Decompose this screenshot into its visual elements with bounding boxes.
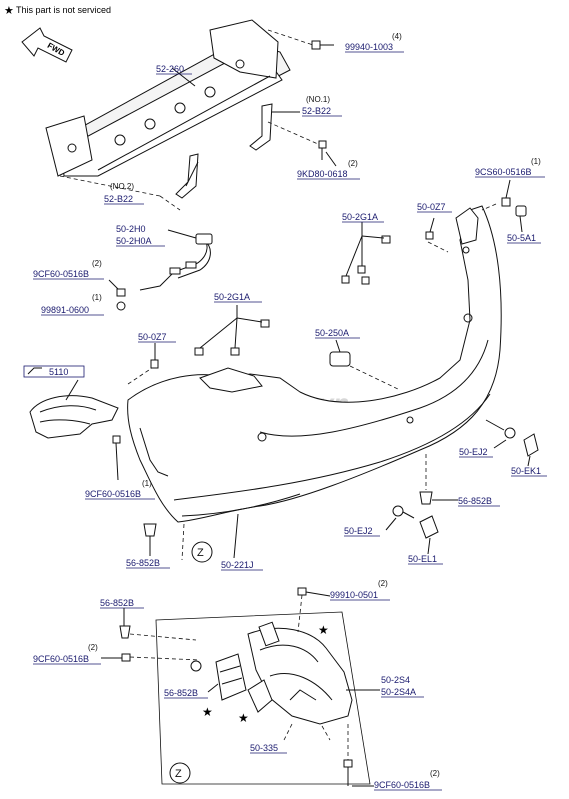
clip-99891-icon — [116, 301, 126, 311]
part-label-56-852b-z: 56-852B — [100, 598, 134, 608]
clip-56-852b-right-icon — [419, 454, 458, 505]
part-label-52-260: 52-260 — [156, 64, 184, 74]
qty-9cf60-0516b-d: (2) — [430, 769, 440, 778]
part-label-56-852b-left: 56-852B — [126, 558, 160, 568]
clip-56-852b-left-icon — [143, 523, 157, 556]
bolt-9cs60-icon — [501, 179, 511, 207]
view-z-marker-bottom: Z — [169, 762, 191, 784]
qty-99940-1003: (4) — [392, 32, 402, 41]
part-label-99940-1003: 99940-1003 — [345, 42, 393, 52]
bracket-no1 — [249, 103, 273, 151]
header-note: This part is not serviced — [16, 5, 111, 15]
clip-56-852b-z-icon — [119, 625, 197, 641]
qty-99910-0501: (2) — [378, 579, 388, 588]
cap-50-5a1-icon — [515, 205, 527, 233]
part-label-9cf60-0516b-d: 9CF60-0516B — [374, 780, 430, 790]
bolt-9cf60-c-icon — [121, 653, 201, 662]
clip-50-0z7-top-icon — [425, 217, 435, 240]
part-label-5110: 5110 — [49, 367, 68, 377]
part-labels: (4) 99940-1003 52-260 (NO.1) 52-B22 (2) … — [33, 32, 547, 791]
rear-bumper-cover — [127, 205, 502, 523]
part-label-50-2g1a-top: 50-2G1A — [342, 212, 378, 222]
qty-9cf60-0516b-c: (2) — [88, 643, 98, 652]
clip-50-0z7-mid-icon — [150, 343, 159, 369]
rear-reflector-250a — [329, 339, 401, 391]
lamp-ref-box — [23, 365, 85, 378]
part-label-99891-0600: 99891-0600 — [41, 305, 89, 315]
part-label-9cf60-0516b-b: 9CF60-0516B — [85, 489, 141, 499]
clip-99910-icon — [297, 587, 307, 633]
header-star-icon: ★ — [4, 5, 14, 17]
part-label-50-ej2-right: 50-EJ2 — [459, 447, 488, 457]
part-label-50-2h0a: 50-2H0A — [116, 236, 152, 246]
seal-50-335-icon — [247, 679, 273, 713]
part-label-50-0z7-top: 50-0Z7 — [417, 202, 446, 212]
part-label-50-2s4: 50-2S4 — [381, 675, 410, 685]
qty-9kd80-0618: (2) — [348, 159, 358, 168]
cover-50-ek1-icon — [523, 433, 539, 467]
parking-sensor-set-top — [341, 222, 391, 285]
fwd-arrow-icon: FWD — [21, 27, 73, 63]
qty-9cf60-0516b-a: (2) — [92, 259, 102, 268]
part-label-9kd80-0618: 9KD80-0618 — [297, 169, 348, 179]
parking-sensor-set-mid — [194, 305, 270, 356]
bolt-9cf60-d-icon — [343, 724, 353, 786]
qty-9cf60-0516b-b: (1) — [142, 479, 152, 488]
part-label-50-335: 50-335 — [250, 743, 278, 753]
bolt-9cf60-a-icon — [108, 279, 126, 297]
part-label-50-221j: 50-221J — [221, 560, 254, 570]
bolt-9cf60-b-icon — [112, 435, 121, 481]
bolt-9kd80-icon — [318, 140, 337, 167]
part-label-50-2g1a-mid: 50-2G1A — [214, 292, 250, 302]
part-label-52-b22-no2: 52-B22 — [104, 194, 133, 204]
qty-99891-0600: (1) — [92, 293, 102, 302]
eye-bolt-right-icon — [485, 419, 516, 449]
part-label-9cs60-0516b: 9CS60-0516B — [475, 167, 532, 177]
mud-guard-50-2s4 — [247, 621, 353, 725]
part-label-52-b22-no1: 52-B22 — [302, 106, 331, 116]
view-z-top-label: Z — [197, 547, 204, 559]
part-label-9cf60-0516b-a: 9CF60-0516B — [33, 269, 89, 279]
bumper-reinforcement-beam — [45, 19, 291, 177]
bracket-56-852b-z-icon — [215, 653, 247, 701]
not-serviced-star-3-icon: ★ — [238, 711, 249, 725]
part-label-50-2h0: 50-2H0 — [116, 224, 146, 234]
view-z-bottom-label: Z — [175, 768, 182, 780]
part-label-50-ek1: 50-EK1 — [511, 466, 541, 476]
part-label-50-5a1: 50-5A1 — [507, 233, 536, 243]
part-note-no1: (NO.1) — [306, 95, 330, 104]
part-note-no2: (NO.2) — [110, 182, 134, 191]
part-label-99910-0501: 99910-0501 — [330, 590, 378, 600]
part-label-56-852b-z2: 56-852B — [164, 688, 198, 698]
view-z-marker-top: Z — [191, 541, 213, 563]
not-serviced-star-1-icon: ★ — [318, 623, 329, 637]
part-label-50-el1: 50-EL1 — [408, 554, 437, 564]
detail-z-frame — [155, 611, 371, 785]
part-label-56-852b-right: 56-852B — [458, 496, 492, 506]
cover-50-el1-icon — [419, 515, 439, 555]
part-label-9cf60-0516b-c: 9CF60-0516B — [33, 654, 89, 664]
rear-fog-lamp — [29, 379, 119, 439]
not-serviced-star-2-icon: ★ — [202, 705, 213, 719]
part-label-50-250a: 50-250A — [315, 328, 349, 338]
bracket-no2 — [175, 153, 199, 199]
part-label-50-0z7-mid: 50-0Z7 — [138, 332, 167, 342]
part-label-50-2s4a: 50-2S4A — [381, 687, 416, 697]
qty-9cs60-0516b: (1) — [531, 157, 541, 166]
eye-bolt-low-icon — [385, 505, 415, 531]
part-label-50-ej2-low: 50-EJ2 — [344, 526, 373, 536]
parking-sensor-harness — [139, 229, 213, 291]
nut-99940-icon — [311, 40, 334, 50]
